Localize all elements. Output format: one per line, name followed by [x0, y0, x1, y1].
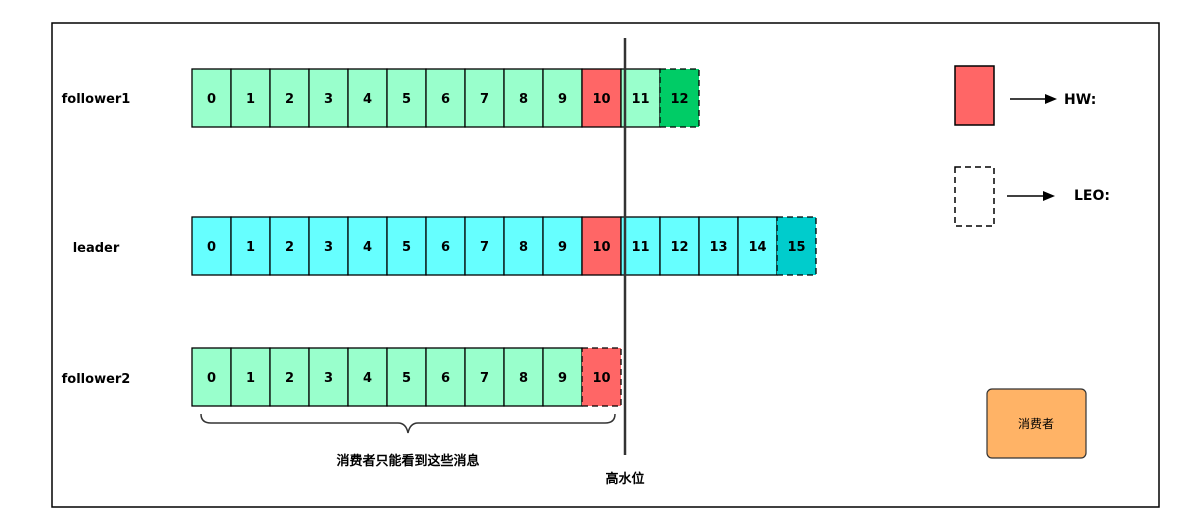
legend-leo-label: LEO:	[1074, 188, 1110, 204]
visible-messages-label: 消费者只能看到这些消息	[336, 453, 479, 469]
log-cell-offset: 5	[402, 240, 411, 255]
log-cell-offset: 0	[207, 92, 216, 107]
log-cell-offset: 4	[363, 92, 372, 107]
log-cell-offset: 10	[592, 240, 610, 255]
log-cell	[347, 68, 388, 128]
log-cell-offset: 7	[480, 240, 489, 255]
log-cell-offset: 5	[402, 371, 411, 386]
log-cell-offset: 8	[519, 371, 528, 386]
log-cell	[191, 347, 232, 407]
high-watermark-label: 高水位	[605, 471, 644, 487]
diagram-frame	[51, 22, 1160, 508]
visible-messages-brace	[200, 413, 616, 434]
log-cell-offset: 8	[519, 240, 528, 255]
log-cell	[464, 347, 505, 407]
log-cell	[386, 68, 427, 128]
log-cell	[581, 68, 622, 128]
log-cell-offset: 14	[748, 240, 766, 255]
log-cell-offset: 3	[324, 371, 333, 386]
log-cell	[347, 347, 388, 407]
log-cell-offset: 13	[709, 240, 727, 255]
log-cell-offset: 10	[592, 371, 610, 386]
log-cell-offset: 9	[558, 371, 567, 386]
log-cell-offset: 7	[480, 92, 489, 107]
log-cell	[464, 68, 505, 128]
log-cell-offset: 9	[558, 92, 567, 107]
log-cell	[269, 347, 310, 407]
log-cell-offset: 6	[441, 240, 450, 255]
log-cell	[230, 68, 271, 128]
log-cell-offset: 4	[363, 371, 372, 386]
log-cell	[581, 347, 622, 407]
row-label-follower2: follower2	[62, 372, 131, 387]
log-cell-offset: 3	[324, 92, 333, 107]
log-cell-offset: 7	[480, 371, 489, 386]
log-cell	[425, 68, 466, 128]
log-cell-offset: 12	[670, 92, 688, 107]
log-cell	[698, 216, 739, 276]
log-cell-offset: 0	[207, 371, 216, 386]
log-cell	[776, 216, 817, 276]
log-cell	[737, 216, 778, 276]
log-cell	[230, 216, 271, 276]
row-label-follower1: follower1	[62, 92, 131, 107]
row-label-leader: leader	[73, 241, 120, 256]
log-cell	[347, 216, 388, 276]
log-cell	[386, 347, 427, 407]
log-cell-offset: 4	[363, 240, 372, 255]
consumer-label: 消费者	[1018, 417, 1054, 431]
log-cell-offset: 15	[787, 240, 805, 255]
log-cell-offset: 11	[631, 92, 649, 107]
log-cell	[620, 68, 661, 128]
log-cell	[308, 68, 349, 128]
log-cell	[308, 216, 349, 276]
log-cell	[620, 216, 661, 276]
log-cell	[308, 347, 349, 407]
log-cell	[542, 216, 583, 276]
log-cell-offset: 8	[519, 92, 528, 107]
legend-hw-label: HW:	[1064, 92, 1096, 108]
legend-leo-swatch	[954, 166, 995, 227]
log-cell-offset: 11	[631, 240, 649, 255]
log-cell-offset: 2	[285, 92, 294, 107]
log-cell-offset: 10	[592, 92, 610, 107]
log-cell	[503, 68, 544, 128]
log-cell	[230, 347, 271, 407]
log-cell-offset: 12	[670, 240, 688, 255]
log-cell	[542, 68, 583, 128]
log-cell-offset: 9	[558, 240, 567, 255]
log-cell-offset: 0	[207, 240, 216, 255]
log-cell-offset: 3	[324, 240, 333, 255]
log-cell	[386, 216, 427, 276]
log-cell-offset: 1	[246, 240, 255, 255]
consumer-box	[986, 388, 1087, 459]
log-cell-offset: 5	[402, 92, 411, 107]
log-cell	[659, 216, 700, 276]
log-cell	[581, 216, 622, 276]
log-cell-offset: 2	[285, 240, 294, 255]
legend-leo-arrowhead	[1043, 191, 1055, 201]
log-cell-offset: 6	[441, 371, 450, 386]
log-cell	[425, 216, 466, 276]
log-cell-offset: 1	[246, 92, 255, 107]
log-cell	[542, 347, 583, 407]
log-cell	[659, 68, 700, 128]
log-cell	[191, 68, 232, 128]
legend-hw-arrowhead	[1045, 94, 1057, 104]
log-cell-offset: 2	[285, 371, 294, 386]
log-cell-offset: 6	[441, 92, 450, 107]
log-row-follower2: 0 1 2 3 4 5 6 7 8 9 10	[191, 347, 622, 407]
log-cell-offset: 1	[246, 371, 255, 386]
legend-hw-swatch	[954, 65, 995, 126]
